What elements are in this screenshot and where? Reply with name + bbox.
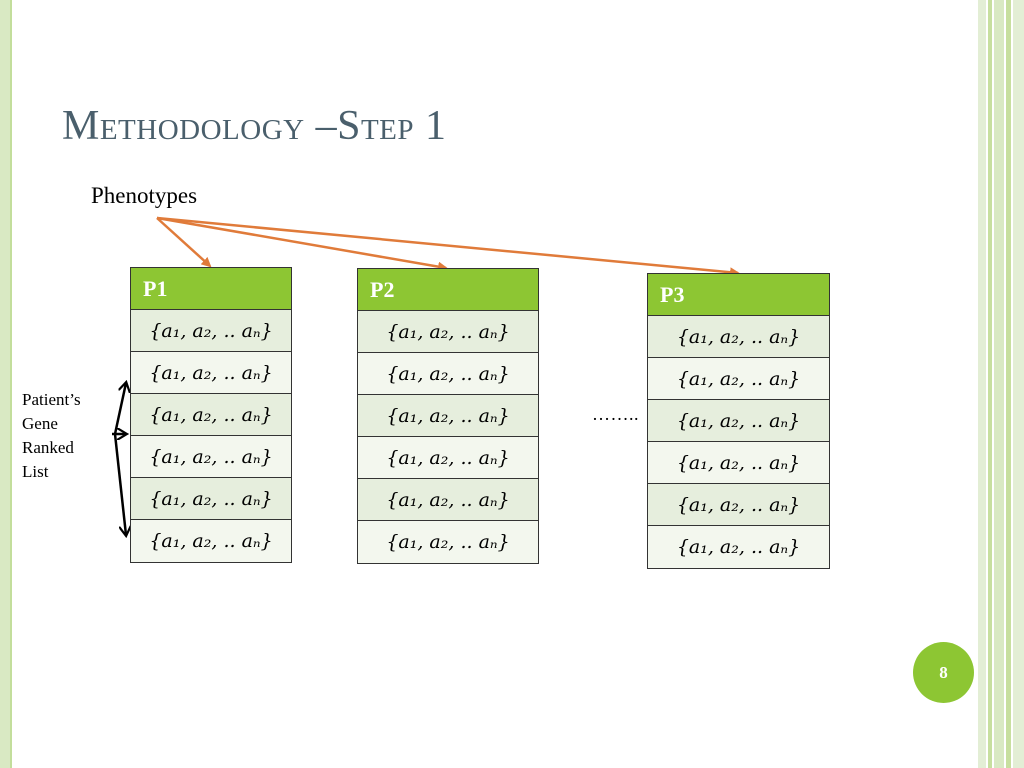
- phenotype-table-p2: P2 {a₁, a₂, .. aₙ} {a₁, a₂, .. aₙ} {a₁, …: [357, 268, 539, 564]
- bracket-arrow-up: [113, 383, 126, 435]
- table-header: P3: [648, 274, 829, 316]
- continuation-ellipsis: ……..: [592, 404, 639, 424]
- gene-list-row: {a₁, a₂, .. aₙ}: [131, 436, 291, 478]
- side-label-line: Patient’s: [22, 390, 81, 409]
- gene-list-row: {a₁, a₂, .. aₙ}: [648, 442, 829, 484]
- gene-list-row: {a₁, a₂, .. aₙ}: [358, 353, 538, 395]
- gene-list-row: {a₁, a₂, .. aₙ}: [131, 520, 291, 562]
- gene-list-row: {a₁, a₂, .. aₙ}: [648, 316, 829, 358]
- gene-list-row: {a₁, a₂, .. aₙ}: [131, 478, 291, 520]
- gene-list-row: {a₁, a₂, .. aₙ}: [131, 352, 291, 394]
- arrow-to-p2: [156, 216, 448, 272]
- phenotypes-label: Phenotypes: [91, 183, 198, 208]
- patients-gene-ranked-list-label: Patient’s Gene Ranked List: [22, 388, 81, 484]
- right-stripe-decoration: [978, 0, 986, 768]
- left-border-line: [10, 0, 12, 768]
- gene-list-row: {a₁, a₂, .. aₙ}: [648, 400, 829, 442]
- gene-list-row: {a₁, a₂, .. aₙ}: [358, 437, 538, 479]
- page-number-badge: 8: [913, 642, 974, 703]
- arrow-to-p3: [156, 216, 740, 278]
- slide-title: Methodology –Step 1: [62, 103, 447, 149]
- right-stripe-decoration: [988, 0, 992, 768]
- gene-list-row: {a₁, a₂, .. aₙ}: [358, 395, 538, 437]
- gene-list-row: {a₁, a₂, .. aₙ}: [358, 479, 538, 521]
- bracket-arrow-down: [113, 433, 126, 535]
- side-label-line: Ranked: [22, 438, 74, 457]
- table-header: P2: [358, 269, 538, 311]
- phenotype-table-p1: P1 {a₁, a₂, .. aₙ} {a₁, a₂, .. aₙ} {a₁, …: [130, 267, 292, 563]
- gene-list-row: {a₁, a₂, .. aₙ}: [648, 358, 829, 400]
- right-stripe-decoration: [994, 0, 1004, 768]
- gene-list-row: {a₁, a₂, .. aₙ}: [648, 526, 829, 568]
- gene-list-row: {a₁, a₂, .. aₙ}: [131, 394, 291, 436]
- side-label-line: Gene: [22, 414, 58, 433]
- right-stripe-decoration: [1013, 0, 1024, 768]
- phenotype-table-p3: P3 {a₁, a₂, .. aₙ} {a₁, a₂, .. aₙ} {a₁, …: [647, 273, 830, 569]
- gene-list-row: {a₁, a₂, .. aₙ}: [358, 521, 538, 563]
- right-stripe-decoration: [1006, 0, 1011, 768]
- gene-list-row: {a₁, a₂, .. aₙ}: [358, 311, 538, 353]
- gene-list-row: {a₁, a₂, .. aₙ}: [648, 484, 829, 526]
- gene-list-row: {a₁, a₂, .. aₙ}: [131, 310, 291, 352]
- arrow-to-p1: [156, 217, 212, 268]
- left-border-decoration: [0, 0, 10, 768]
- side-label-line: List: [22, 462, 49, 481]
- table-header: P1: [131, 268, 291, 310]
